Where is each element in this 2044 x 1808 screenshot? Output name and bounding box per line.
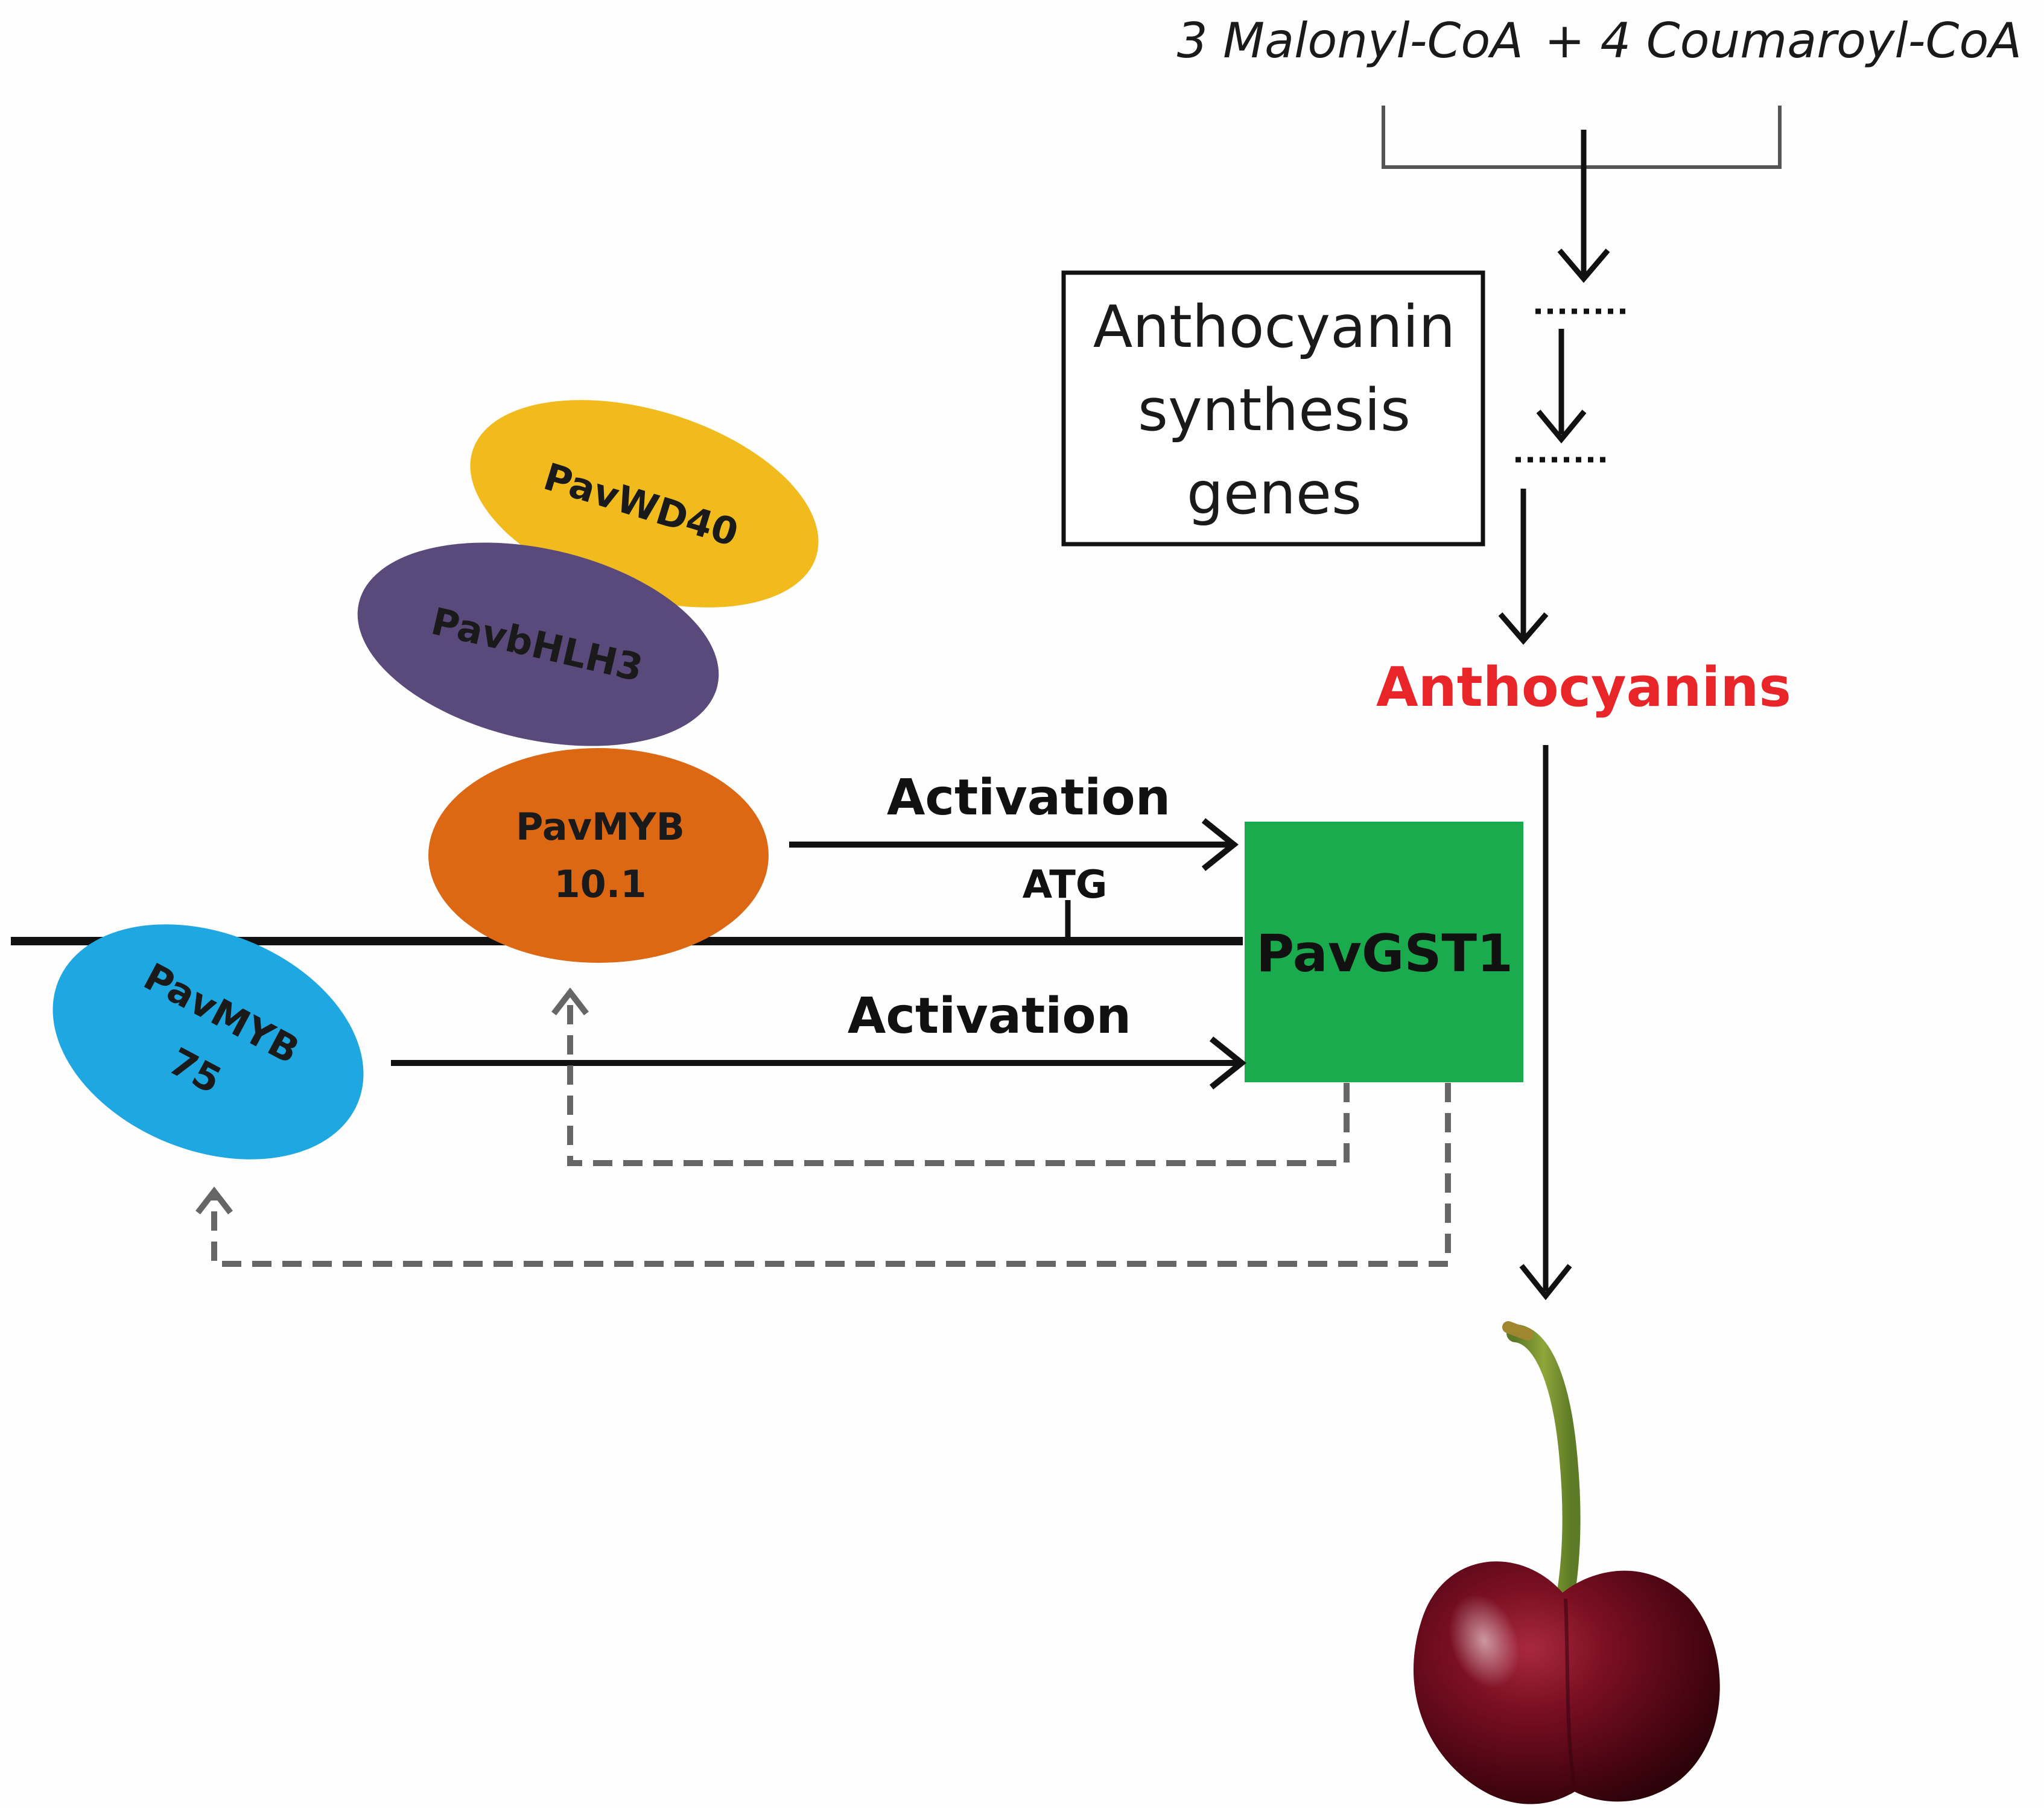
pavmyb75-protein: PavMYB 75 [52, 924, 364, 1159]
cherry-highlight [1449, 1594, 1520, 1688]
pavgst1-label: PavGST1 [1256, 924, 1513, 984]
cherry-stem [1506, 1324, 1581, 1614]
pavgst1-gene-box [1245, 822, 1523, 1082]
synthesis-genes-line3: genes [1187, 460, 1362, 527]
pavmyb10-label-line2: 10.1 [554, 862, 647, 906]
pathway-arrow-3 [1498, 489, 1549, 645]
pavmyb10-protein: PavMYB 10.1 [428, 748, 769, 963]
cherry-icon [1413, 1321, 1720, 1804]
feedback-arrow-myb75 [195, 1083, 1451, 1267]
activation-label-upper: Activation [887, 769, 1170, 826]
activation-arrow-upper [789, 818, 1239, 871]
cherry-stem-tip [1502, 1321, 1534, 1340]
cherry-crease [1564, 1598, 1576, 1789]
substrate-malonyl-coa: 3 Malonyl-CoA [1177, 13, 1523, 69]
synthesis-genes-line2: synthesis [1138, 376, 1411, 444]
pavmyb10-label-line1: PavMYB [516, 805, 685, 849]
feedback-arrow-myb10 [551, 987, 1350, 1166]
activation-label-lower: Activation [848, 988, 1131, 1045]
anthocyanin-to-fruit-arrow [1519, 745, 1572, 1301]
pathway-arrow-2 [1536, 329, 1587, 444]
substrate-coumaroyl-coa: + 4 Coumaroyl-CoA [1544, 13, 2022, 69]
synthesis-genes-box [1061, 270, 1485, 547]
synthesis-genes-line1: Anthocyanin [1093, 293, 1456, 361]
anthocyanins-label: Anthocyanins [1376, 656, 1791, 719]
pathway-arrow-1 [1557, 130, 1610, 283]
activation-arrow-lower [391, 1036, 1247, 1090]
pavbhlh3-protein: PavbHLH3 [357, 542, 719, 746]
atg-label: ATG [1023, 863, 1108, 907]
